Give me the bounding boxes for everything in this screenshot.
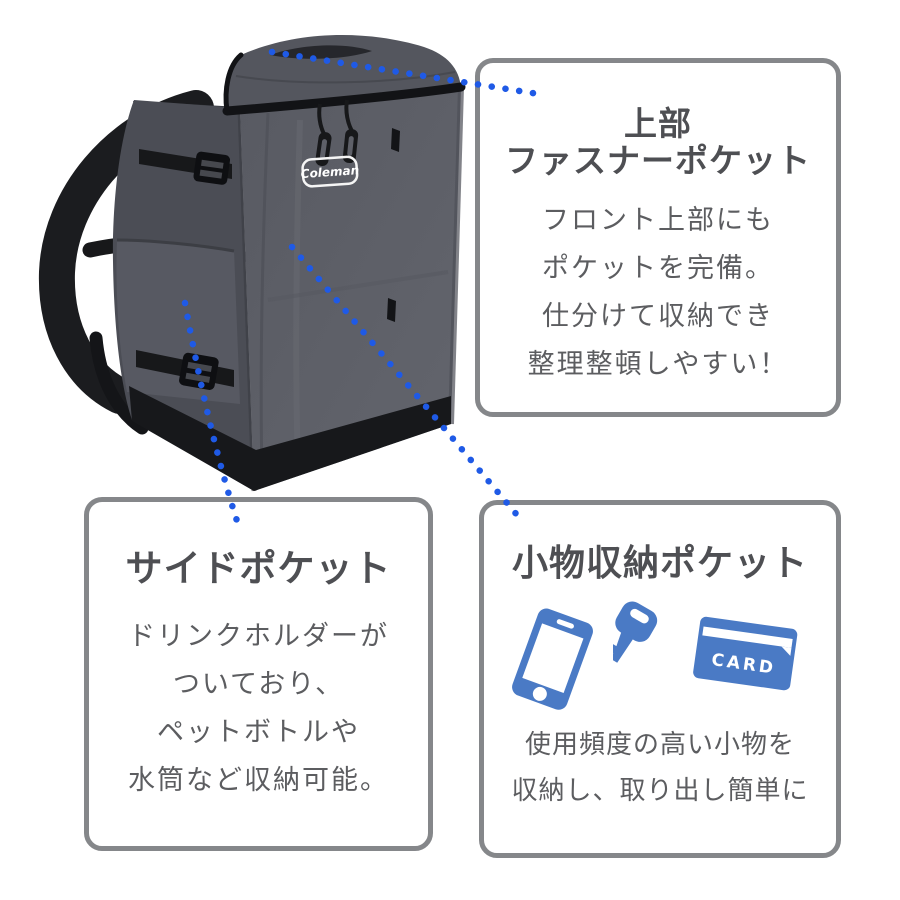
callout-body: ドリンクホルダーが ついており、 ペットボトルや 水筒など収納可能。 — [128, 613, 389, 805]
card-icon: CARD — [693, 617, 798, 691]
body-line: ポケットを完備。 — [541, 253, 774, 284]
side-pocket — [116, 240, 240, 404]
side-compression-straps — [136, 149, 234, 390]
callout-title: 小物収納ポケット — [511, 543, 808, 584]
zipper-trim — [222, 52, 466, 116]
bag-back-edge — [133, 101, 240, 116]
small-items-icon-row: CARD — [507, 598, 813, 711]
bag-top-lid — [226, 35, 461, 111]
callout-side-pocket: サイドポケット ドリンクホルダーが ついており、 ペットボトルや 水筒など収納可… — [84, 497, 433, 851]
body-line: ドリンクホルダーが — [128, 620, 389, 652]
body-line: フロント上部にも — [541, 205, 774, 236]
body-line: 仕分けて収納でき — [541, 301, 774, 332]
lid-handle-slot — [270, 45, 372, 59]
title-line: 上部 — [624, 104, 692, 143]
title-line: ファスナーポケット — [505, 141, 811, 180]
bag-bottom-base — [129, 386, 451, 491]
callout-small-items-pocket: 小物収納ポケット — [479, 500, 841, 858]
leader-line-side-pocket — [181, 299, 241, 525]
callout-title: サイドポケット — [125, 547, 392, 590]
callout-top-zipper-pocket: 上部 ファスナーポケット フロント上部にも ポケットを完備。 仕分けて収納でき … — [475, 58, 841, 417]
callout-title: 上部 ファスナーポケット — [505, 105, 811, 179]
body-line: 水筒など収納可能。 — [128, 764, 389, 796]
callout-body: フロント上部にも ポケットを完備。 仕分けて収納でき 整理整頓しやすい！ — [528, 197, 789, 389]
zipper-pulls — [315, 99, 359, 167]
body-line: ペットボトルや — [157, 716, 360, 748]
body-line: 収納し、取り出し簡単に — [511, 776, 809, 807]
callout-body: 使用頻度の高い小物を 収納し、取り出し簡単に — [511, 722, 808, 814]
strap-tabs — [387, 128, 400, 322]
bag-side-panel — [112, 100, 257, 492]
body-line: 使用頻度の高い小物を — [524, 730, 795, 761]
shoulder-strap — [38, 90, 248, 435]
body-line: 整理整頓しやすい！ — [527, 349, 789, 380]
body-line: ついており、 — [172, 668, 345, 700]
bag-front-panel — [240, 86, 464, 491]
smartphone-icon — [512, 608, 593, 711]
brand-logo-patch: Coleman — [300, 155, 360, 188]
key-icon — [613, 601, 658, 664]
brand-logo-text: Coleman — [300, 163, 359, 181]
